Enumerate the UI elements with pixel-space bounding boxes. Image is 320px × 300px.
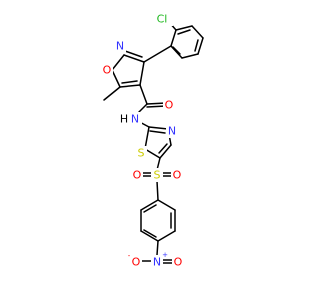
bond bbox=[175, 25, 193, 31]
atom-o-amide: O bbox=[165, 99, 174, 112]
atom-o-sulfonyl-left: O bbox=[133, 169, 142, 182]
atom-n-thiazole: N bbox=[168, 125, 176, 138]
atom-o-sulfonyl-right: O bbox=[173, 169, 182, 182]
bond bbox=[181, 53, 199, 59]
molecule-diagram: Cl N O O N H N S S O O N + O - O bbox=[101, 12, 204, 269]
bond bbox=[143, 204, 157, 213]
bond bbox=[139, 84, 148, 105]
nitro-o-charge: - bbox=[128, 252, 131, 260]
bond bbox=[177, 29, 191, 35]
bond bbox=[148, 126, 169, 130]
bond bbox=[111, 69, 121, 88]
bond bbox=[149, 130, 166, 134]
bond bbox=[139, 61, 145, 86]
atom-n-isoxazole: N bbox=[116, 40, 124, 53]
bond bbox=[111, 54, 125, 71]
atom-labels: Cl N O O N H N S S O O N + O - O bbox=[101, 12, 184, 269]
bond bbox=[146, 105, 167, 108]
bond bbox=[197, 37, 204, 55]
bond bbox=[143, 45, 172, 63]
bond bbox=[103, 86, 121, 101]
bond bbox=[140, 230, 159, 242]
bond bbox=[121, 80, 138, 84]
bonds bbox=[103, 21, 204, 264]
atom-o-nitro-left: O bbox=[132, 256, 141, 269]
bond bbox=[144, 148, 161, 159]
bond bbox=[157, 199, 176, 211]
bond bbox=[156, 180, 159, 201]
bond bbox=[119, 84, 141, 88]
bond bbox=[140, 199, 159, 211]
atom-h-amide: H bbox=[120, 113, 128, 126]
bond bbox=[143, 229, 157, 238]
bond bbox=[194, 39, 199, 52]
bond bbox=[156, 240, 159, 256]
bond bbox=[123, 54, 145, 63]
bond bbox=[146, 102, 167, 105]
bond bbox=[144, 126, 150, 150]
structure-svg: Cl N O O N H N S S O O N + O - O bbox=[101, 12, 204, 269]
bond bbox=[124, 50, 143, 58]
bond bbox=[159, 144, 172, 159]
atom-cl: Cl bbox=[157, 13, 168, 26]
bond bbox=[158, 143, 168, 154]
bond bbox=[191, 25, 204, 39]
nitro-n-charge: + bbox=[162, 251, 168, 259]
atom-o-nitro-right: O bbox=[174, 256, 183, 269]
atom-n-amide: N bbox=[131, 113, 139, 126]
atom-o-isoxazole: O bbox=[103, 64, 112, 77]
atom-n-nitro: N bbox=[153, 256, 161, 269]
bond bbox=[170, 45, 183, 59]
atom-s-sulfonyl: S bbox=[154, 169, 161, 182]
bond bbox=[172, 46, 181, 55]
bond bbox=[157, 230, 176, 242]
atom-s-thiazole: S bbox=[138, 147, 145, 160]
bond bbox=[170, 29, 177, 47]
